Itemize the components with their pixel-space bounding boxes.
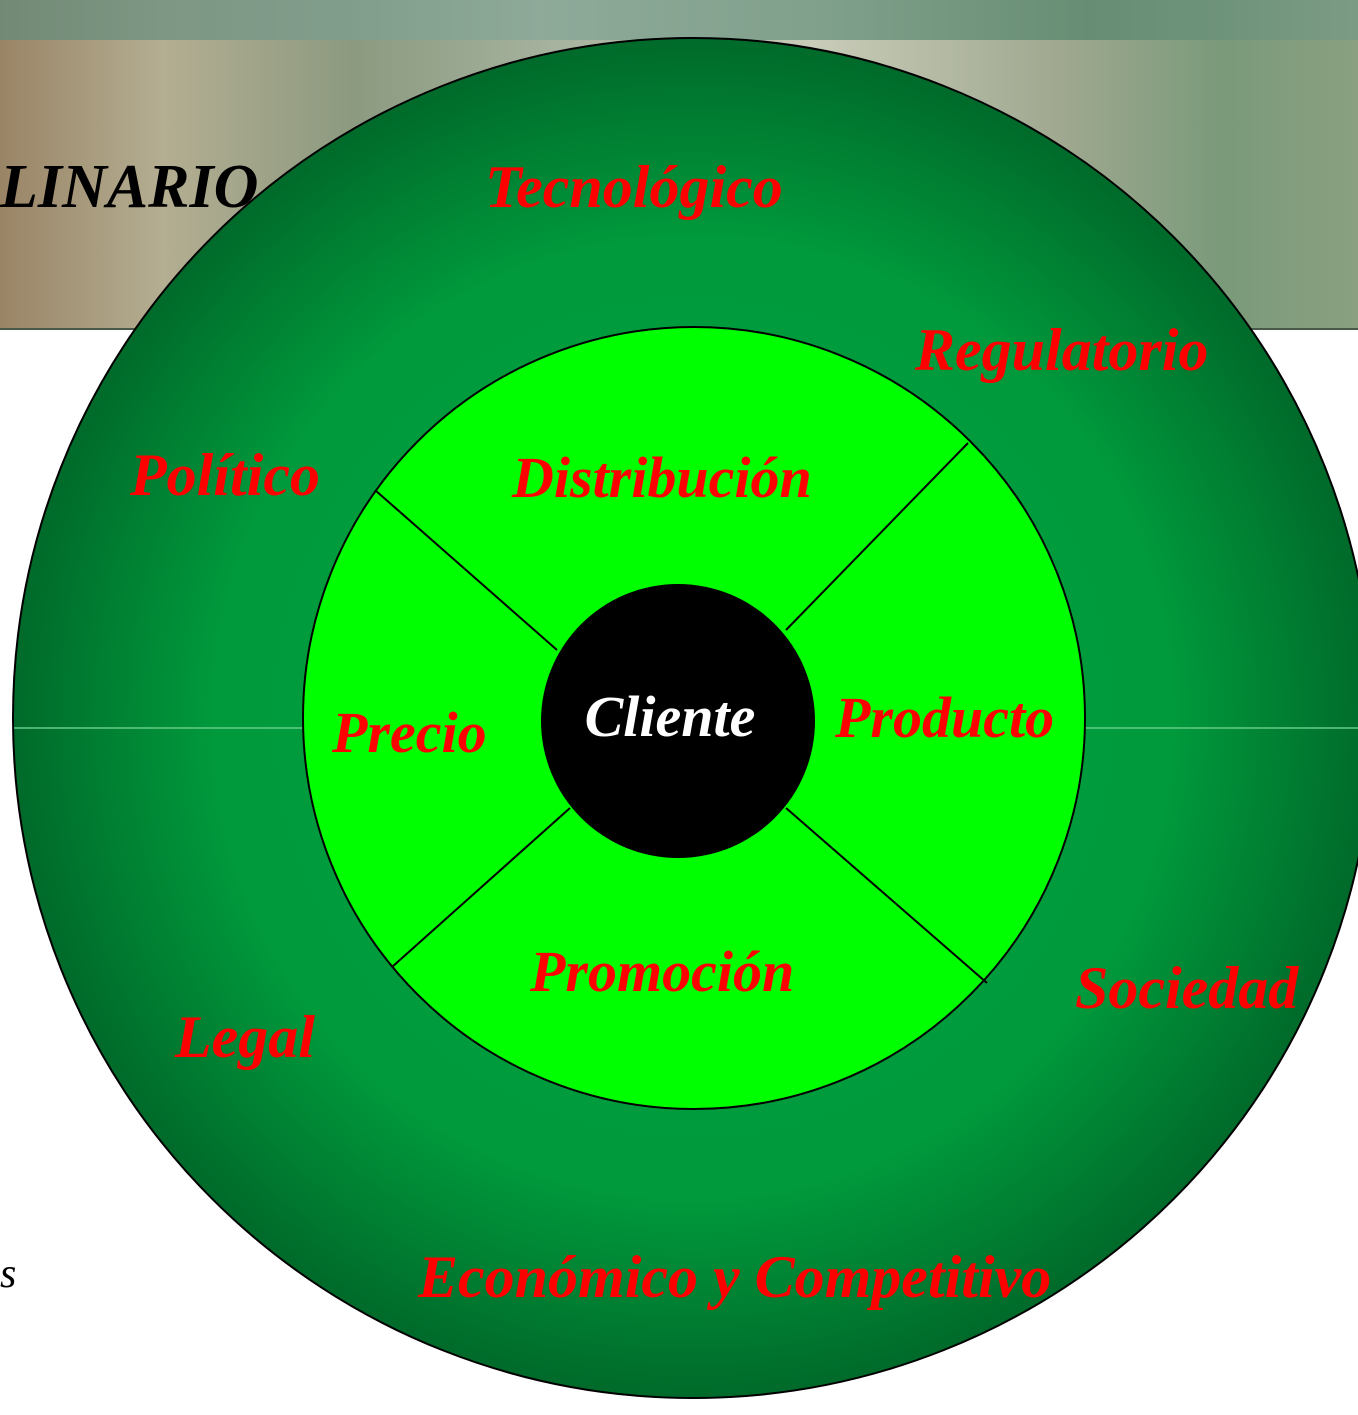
banner-strip [0,0,1358,40]
customer-core-circle [541,584,815,858]
label-cliente: Cliente [585,684,756,749]
divider-line-ne [785,442,969,631]
label-tecnologico: Tecnológico [485,154,783,220]
divider-line-nw [374,489,558,651]
divider-line-se [785,807,988,984]
label-legal: Legal [174,1004,315,1070]
banner-title: LINARIO [0,153,258,221]
label-producto: Producto [834,685,1054,750]
label-precio: Precio [331,700,487,765]
label-politico: Político [129,442,320,508]
divider-line-sw [391,807,571,968]
label-regulatorio: Regulatorio [914,317,1208,383]
label-economico: Económico y Competitivo [417,1244,1051,1310]
label-promocion: Promoción [529,939,794,1004]
label-distribucion: Distribución [511,445,812,510]
label-sociedad: Sociedad [1075,955,1299,1021]
stray-text: s [0,1251,16,1297]
